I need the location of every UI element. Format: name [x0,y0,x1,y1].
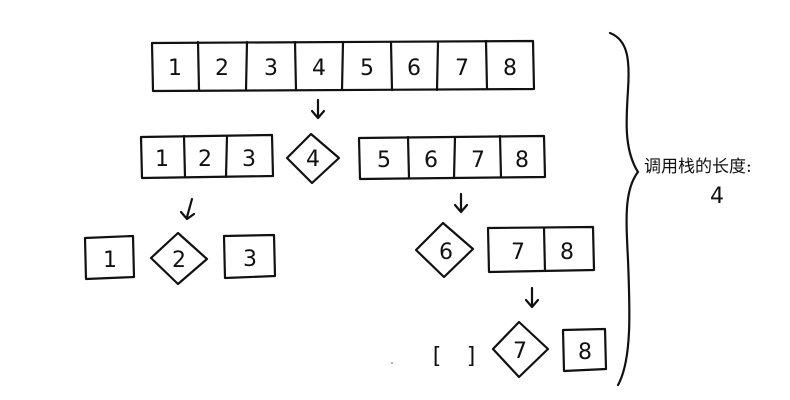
top-array-outline [150,39,536,93]
empty-bracket-right: ] [467,344,476,369]
right-sub-pivot-value: 6 [439,240,453,265]
top-array-divider [435,40,440,92]
top-cell-7: 7 [455,56,469,81]
top-array-divider [196,40,201,92]
top-array-divider [293,40,298,92]
call-stack-note: 调用栈的长度: 4 [644,157,752,209]
left-partition-divider [224,134,229,179]
left-cell-2: 2 [198,147,212,172]
left-sub-right-value: 3 [243,247,257,272]
deep-right-value: 8 [578,340,592,365]
top-cell-6: 6 [407,56,421,81]
top-array-divider [389,40,394,92]
top-cell-1: 1 [168,56,182,81]
right-partition: 5 6 7 8 [357,134,547,181]
arrow-down-icon [524,286,540,309]
right-partition-divider [498,134,503,179]
right-sub-pivot-diamond [414,221,475,279]
pivot-value: 4 [306,147,320,172]
right-sub-right-cell-7: 7 [511,240,525,265]
top-array-divider [244,40,249,92]
right-sub-pivot: 6 [414,221,475,279]
left-partition-divider [182,134,187,179]
top-cell-3: 3 [264,56,278,81]
left-cell-3: 3 [242,147,256,172]
top-cell-8: 8 [503,56,517,81]
empty-bracket-left: [ [433,344,442,369]
call-stack-label: 调用栈的长度: [644,157,752,177]
pivot-diamond [285,132,341,185]
deep-right-box [561,327,608,373]
arrow-down-icon [453,192,469,214]
top-array: 1 2 3 4 5 6 7 8 [150,39,536,93]
right-sub-right: 7 8 [486,225,596,274]
deep-pivot: 7 [491,320,550,379]
right-partition-divider [406,135,411,180]
call-stack-value: 4 [710,184,724,209]
right-cell-6: 6 [424,148,438,173]
speck [391,362,393,364]
empty-partition: [ ] [433,344,476,369]
top-cell-2: 2 [215,56,229,81]
right-sub-right-outline [486,225,596,274]
right-partition-divider [452,135,457,180]
left-cell-1: 1 [155,147,169,172]
left-sub-pivot-diamond [149,231,209,286]
deep-pivot-value: 7 [513,339,527,364]
curly-brace [608,31,640,387]
right-cell-7: 7 [471,148,485,173]
top-array-divider [340,40,345,92]
left-sub-right-box [222,233,277,280]
right-sub-right-divider [542,226,547,273]
right-partition-outline [357,134,547,181]
deep-right: 8 [561,327,608,373]
left-sub-left-box [83,234,136,281]
top-cell-4: 4 [312,56,326,81]
pivot-4: 4 [285,132,341,185]
left-sub-left-value: 1 [103,248,117,273]
left-partition-outline [139,133,275,180]
left-sub-pivot-value: 2 [172,248,186,273]
top-cell-5: 5 [360,56,374,81]
left-sub-left: 1 [83,234,136,281]
right-cell-5: 5 [377,148,391,173]
arrow-down-icon [310,98,326,120]
arrow-down-icon [179,197,196,221]
right-sub-right-cell-8: 8 [560,240,574,265]
deep-pivot-diamond [491,320,550,379]
top-array-divider [484,39,489,91]
left-sub-right: 3 [222,233,277,280]
right-cell-8: 8 [515,148,529,173]
left-partition: 1 2 3 [139,133,275,180]
left-sub-pivot: 2 [149,231,209,286]
